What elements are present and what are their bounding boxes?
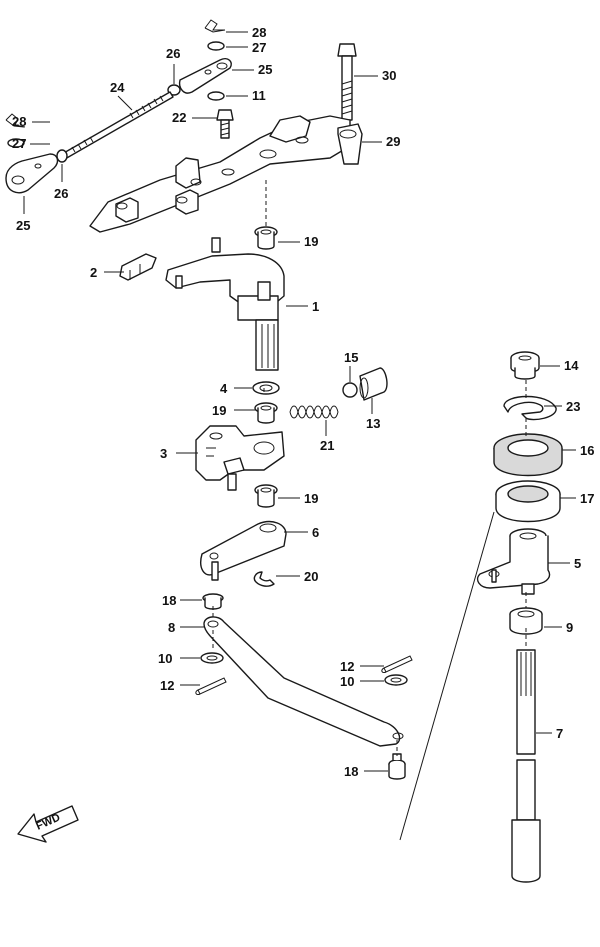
clip-28-top bbox=[204, 19, 226, 33]
callout-28-top: 28 bbox=[252, 25, 266, 40]
bracket-29 bbox=[89, 115, 363, 233]
callout-7: 7 bbox=[556, 726, 563, 741]
clip-2 bbox=[119, 253, 157, 281]
housing-3 bbox=[195, 425, 285, 491]
link-8 bbox=[203, 616, 404, 747]
callout-21: 21 bbox=[320, 438, 334, 453]
leader-lines bbox=[23, 31, 576, 772]
callout-26-left: 26 bbox=[54, 186, 68, 201]
clip-28-left bbox=[5, 113, 26, 128]
washer-11 bbox=[207, 91, 225, 101]
callout-17: 17 bbox=[580, 491, 594, 506]
bolt-22 bbox=[216, 109, 234, 139]
rod-end-25-top bbox=[178, 58, 232, 94]
callout-4: 4 bbox=[220, 381, 228, 396]
bushing-9 bbox=[509, 607, 543, 635]
callouts: 28 27 25 26 11 30 24 22 28 27 26 25 29 1… bbox=[12, 25, 594, 779]
plug-14 bbox=[510, 351, 540, 380]
callout-19-low: 19 bbox=[304, 491, 318, 506]
bushing-19-low bbox=[254, 484, 278, 508]
callout-27-top: 27 bbox=[252, 40, 266, 55]
bushing-19-top bbox=[254, 226, 278, 250]
lever-6 bbox=[200, 520, 287, 581]
spring-21 bbox=[289, 405, 339, 419]
callout-8: 8 bbox=[168, 620, 175, 635]
shaft-7 bbox=[511, 649, 541, 883]
callout-28-left: 28 bbox=[12, 114, 26, 129]
callout-27-left: 27 bbox=[12, 136, 26, 151]
washer-4 bbox=[252, 381, 280, 395]
callout-25-top: 25 bbox=[258, 62, 272, 77]
callout-19-top: 19 bbox=[304, 234, 318, 249]
callout-16: 16 bbox=[580, 443, 594, 458]
callout-22: 22 bbox=[172, 110, 186, 125]
callout-13: 13 bbox=[366, 416, 380, 431]
washer-27-top bbox=[207, 41, 225, 51]
callout-9: 9 bbox=[566, 620, 573, 635]
reference-line bbox=[399, 511, 495, 841]
callout-5: 5 bbox=[574, 556, 581, 571]
callout-18-top: 18 bbox=[162, 593, 176, 608]
circlip-23 bbox=[503, 395, 557, 421]
cotter-pin-12-left bbox=[195, 677, 227, 695]
bushing-19-mid bbox=[254, 402, 278, 424]
callout-20: 20 bbox=[304, 569, 318, 584]
cam-5 bbox=[476, 528, 551, 595]
bushing-18-top bbox=[202, 593, 224, 610]
cotter-pin-12-right bbox=[381, 655, 413, 673]
callout-23: 23 bbox=[566, 399, 580, 414]
callout-15: 15 bbox=[344, 350, 358, 365]
callout-6: 6 bbox=[312, 525, 319, 540]
callout-10-right: 10 bbox=[340, 674, 354, 689]
callout-10-left: 10 bbox=[158, 651, 172, 666]
rod-24 bbox=[61, 91, 174, 160]
ball-15 bbox=[342, 382, 358, 398]
callout-2: 2 bbox=[90, 265, 97, 280]
washer-27-left bbox=[7, 138, 25, 148]
circlip-20 bbox=[253, 571, 275, 587]
sleeve-13 bbox=[359, 367, 388, 401]
callout-30: 30 bbox=[382, 68, 396, 83]
callout-14: 14 bbox=[564, 358, 579, 373]
bearing-17 bbox=[495, 480, 561, 523]
callout-11: 11 bbox=[252, 88, 266, 103]
lever-1 bbox=[165, 237, 285, 371]
seal-16 bbox=[493, 433, 563, 477]
callout-24: 24 bbox=[110, 80, 125, 95]
nut-26-left bbox=[56, 149, 68, 163]
bolt-30 bbox=[337, 43, 357, 121]
callout-26-top: 26 bbox=[166, 46, 180, 61]
callout-19-mid: 19 bbox=[212, 403, 226, 418]
callout-12-right: 12 bbox=[340, 659, 354, 674]
callout-1: 1 bbox=[312, 299, 319, 314]
callout-25-left: 25 bbox=[16, 218, 30, 233]
callout-12-left: 12 bbox=[160, 678, 174, 693]
callout-29: 29 bbox=[386, 134, 400, 149]
bushing-18-low bbox=[388, 753, 406, 780]
fwd-arrow: FWD bbox=[17, 805, 79, 843]
callout-3: 3 bbox=[160, 446, 167, 461]
callout-18-low: 18 bbox=[344, 764, 358, 779]
washer-10-left bbox=[200, 652, 224, 664]
rod-end-25-left bbox=[5, 153, 59, 194]
washer-10-right bbox=[384, 674, 408, 686]
